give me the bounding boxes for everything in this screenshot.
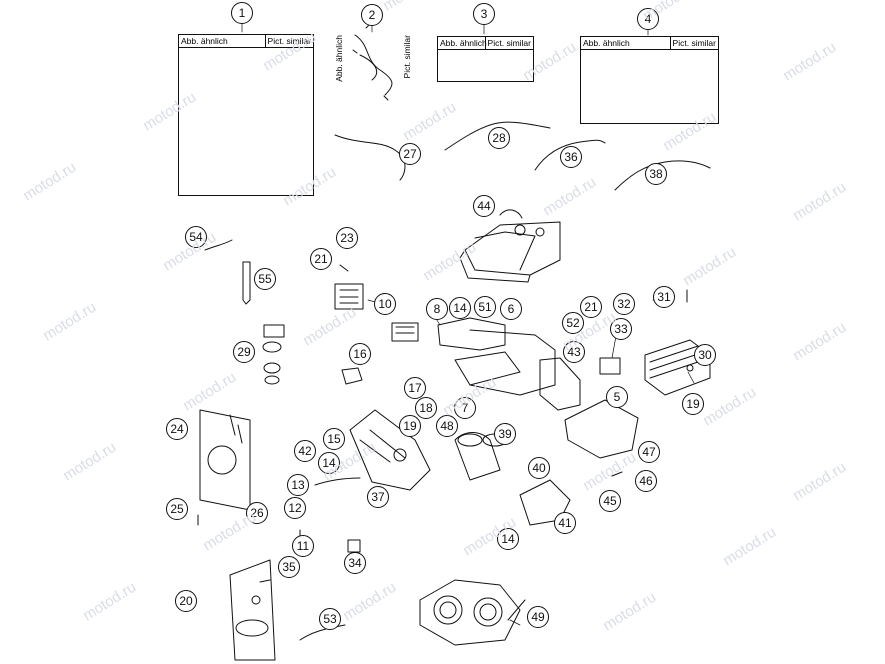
callout-35[interactable]: 35: [278, 556, 300, 578]
cable-54: [204, 239, 233, 251]
battery-tray: [459, 209, 561, 283]
ignition-coil-assy: [199, 409, 251, 511]
label-similar-de: Abb. ähnlich: [440, 38, 487, 48]
callout-12[interactable]: 12: [284, 497, 306, 519]
callout-23[interactable]: 23: [336, 227, 358, 249]
callout-47[interactable]: 47: [638, 441, 660, 463]
similar-box-4: Abb. ähnlich Pict. similar: [580, 36, 719, 124]
harness-36: [534, 139, 606, 171]
callout-54[interactable]: 54: [185, 226, 207, 248]
label-similar-de: Abb. ähnlich: [583, 38, 630, 48]
label-similar-en: Pict. similar: [484, 37, 531, 49]
callout-25[interactable]: 25: [166, 498, 188, 520]
callout-11[interactable]: 11: [292, 535, 314, 557]
callout-48[interactable]: 48: [436, 415, 458, 437]
control-unit-housing: [437, 317, 581, 411]
callout-49[interactable]: 49: [527, 606, 549, 628]
callout-18[interactable]: 18: [415, 397, 437, 419]
similar-label-2-en: Pict. similar: [402, 35, 412, 79]
callout-55[interactable]: 55: [254, 268, 276, 290]
callout-51[interactable]: 51: [474, 296, 496, 318]
callout-42[interactable]: 42: [294, 440, 316, 462]
callout-26[interactable]: 26: [246, 502, 268, 524]
callout-32[interactable]: 32: [613, 293, 635, 315]
callout-1[interactable]: 1: [231, 2, 253, 24]
callout-29[interactable]: 29: [233, 341, 255, 363]
throttle-body: [419, 579, 526, 646]
callout-39[interactable]: 39: [494, 423, 516, 445]
similar-label-2-de: Abb. ähnlich: [334, 35, 344, 82]
callout-7[interactable]: 7: [454, 397, 476, 419]
callout-19a[interactable]: 19: [682, 393, 704, 415]
callout-53[interactable]: 53: [319, 608, 341, 630]
callout-2[interactable]: 2: [361, 4, 383, 26]
callout-19b[interactable]: 19: [399, 415, 421, 437]
callout-36[interactable]: 36: [560, 146, 582, 168]
callout-13[interactable]: 13: [287, 474, 309, 496]
bracket-16: [341, 367, 363, 385]
callout-15[interactable]: 15: [323, 428, 345, 450]
callout-28[interactable]: 28: [488, 127, 510, 149]
callout-24[interactable]: 24: [166, 418, 188, 440]
callout-38[interactable]: 38: [645, 163, 667, 185]
part-34: [347, 539, 361, 553]
mount-plate-20: [229, 559, 276, 661]
throttle-body-rail: [349, 409, 431, 491]
harness-28: [444, 121, 551, 151]
sensor-40: [519, 479, 571, 526]
label-similar-en: Pict. similar: [669, 37, 716, 49]
callout-27[interactable]: 27: [399, 143, 421, 165]
callout-20[interactable]: 20: [175, 590, 197, 612]
callout-14b[interactable]: 14: [318, 452, 340, 474]
cable-53: [299, 624, 346, 641]
callout-16[interactable]: 16: [349, 343, 371, 365]
sensor-29: [262, 324, 285, 385]
callout-46[interactable]: 46: [635, 470, 657, 492]
callout-41[interactable]: 41: [554, 512, 576, 534]
label-similar-en: Pict. similar: [264, 35, 311, 47]
callout-6[interactable]: 6: [500, 298, 522, 320]
bracket-55: [242, 261, 251, 305]
harness-27: [334, 134, 406, 181]
callout-8[interactable]: 8: [426, 298, 448, 320]
callout-30[interactable]: 30: [694, 344, 716, 366]
relay-box: [334, 283, 419, 342]
callout-5[interactable]: 5: [606, 386, 628, 408]
callout-31[interactable]: 31: [653, 286, 675, 308]
engine-control-unit: [644, 339, 711, 396]
callout-43[interactable]: 43: [563, 341, 585, 363]
callout-21b[interactable]: 21: [580, 296, 602, 318]
callout-37[interactable]: 37: [367, 486, 389, 508]
callout-34[interactable]: 34: [344, 552, 366, 574]
similar-box-1: Abb. ähnlich Pict. similar: [178, 34, 314, 196]
harness-2: [352, 23, 393, 101]
harness-38: [614, 160, 711, 191]
callout-33[interactable]: 33: [610, 318, 632, 340]
callout-21a[interactable]: 21: [310, 248, 332, 270]
callout-45[interactable]: 45: [599, 490, 621, 512]
callout-10[interactable]: 10: [374, 293, 396, 315]
callout-3[interactable]: 3: [473, 3, 495, 25]
callout-52[interactable]: 52: [562, 312, 584, 334]
callout-4[interactable]: 4: [637, 8, 659, 30]
hose-37: [314, 477, 361, 486]
bracket-5: [564, 399, 639, 459]
fasteners: [197, 264, 688, 583]
callout-44[interactable]: 44: [473, 195, 495, 217]
callout-17[interactable]: 17: [404, 377, 426, 399]
callout-14a[interactable]: 14: [449, 297, 471, 319]
label-similar-de: Abb. ähnlich: [181, 36, 228, 46]
callout-14c[interactable]: 14: [497, 528, 519, 550]
callout-40[interactable]: 40: [528, 457, 550, 479]
module-52: [599, 357, 621, 375]
